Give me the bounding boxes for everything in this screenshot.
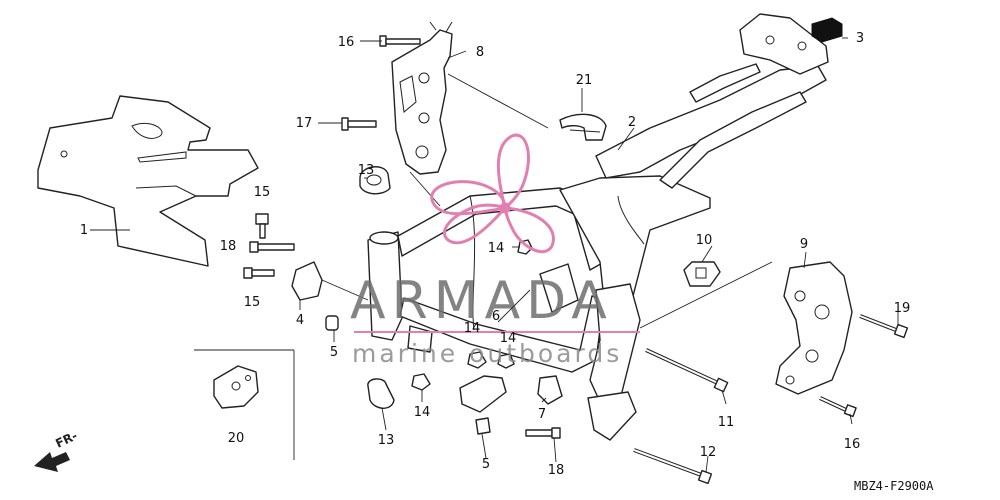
clamp-13-bottom — [367, 378, 395, 409]
clip-10-drawing — [683, 261, 721, 287]
callout-part-1: 1 — [80, 223, 88, 238]
callout-part-21: 21 — [576, 73, 593, 88]
callout-part-19: 19 — [894, 301, 911, 316]
block-3-drawing — [811, 17, 843, 43]
callout-part-10: 10 — [696, 233, 713, 248]
bracket-20-drawing — [213, 365, 259, 409]
bolt-18-bottom — [525, 427, 561, 439]
callout-part-3: 3 — [856, 31, 864, 46]
callout-part-7: 7 — [538, 407, 546, 422]
bolt-17 — [341, 117, 377, 131]
callout-part-16b: 16 — [844, 437, 861, 452]
piece-7 — [537, 375, 563, 405]
callout-part-14b: 14 — [464, 321, 481, 336]
callout-part-12: 12 — [700, 445, 717, 460]
watermark-brand: ARMADA — [350, 271, 613, 331]
watermark-emblem — [430, 133, 555, 254]
main-frame-drawing — [367, 13, 829, 441]
callout-part-15a: 15 — [254, 185, 271, 200]
callout-part-11: 11 — [718, 415, 735, 430]
left-fastener-group — [243, 213, 339, 331]
callout-part-9: 9 — [800, 237, 808, 252]
under-plate-drawing — [37, 95, 259, 267]
callout-part-8: 8 — [476, 45, 484, 60]
bracket-8-drawing — [391, 21, 453, 175]
callout-part-6: 6 — [492, 309, 500, 324]
callout-part-18b: 18 — [548, 463, 565, 478]
callout-part-17: 17 — [296, 116, 313, 131]
callout-part-5b: 5 — [482, 457, 490, 472]
callout-part-16a: 16 — [338, 35, 355, 50]
bolt-16-right — [819, 396, 857, 418]
callout-part-5a: 5 — [330, 345, 338, 360]
callout-part-14a: 14 — [488, 241, 505, 256]
stay-5-bottom — [459, 375, 507, 435]
diagram-code: MBZ4-F2900A — [854, 479, 934, 493]
leader-lines — [299, 37, 899, 473]
callout-part-2: 2 — [628, 115, 636, 130]
bolt-12-drawing — [633, 448, 713, 485]
watermark-tagline: marine outboards — [352, 339, 622, 368]
bolt-16-top — [379, 35, 421, 47]
callout-labels: 1234556789101112131314141414151516161718… — [80, 31, 910, 478]
callout-part-18a: 18 — [220, 239, 237, 254]
clamp-13-top — [359, 166, 391, 195]
front-direction-arrow: FR- — [34, 429, 80, 472]
callout-part-4: 4 — [296, 313, 304, 328]
callout-part-13b: 13 — [378, 433, 395, 448]
callout-part-20: 20 — [228, 431, 245, 446]
callout-part-14d: 14 — [414, 405, 431, 420]
bracket-9-drawing — [775, 261, 853, 395]
clip-21-drawing — [559, 113, 607, 141]
callout-part-14c: 14 — [500, 331, 517, 346]
callout-part-13a: 13 — [358, 163, 375, 178]
front-direction-label: FR- — [53, 429, 79, 451]
bolt-11-drawing — [645, 348, 729, 393]
bolt-19-drawing — [859, 314, 909, 339]
callout-part-15b: 15 — [244, 295, 261, 310]
watermark: ARMADA marine outboards — [350, 133, 640, 368]
nuts-14 — [411, 239, 533, 391]
